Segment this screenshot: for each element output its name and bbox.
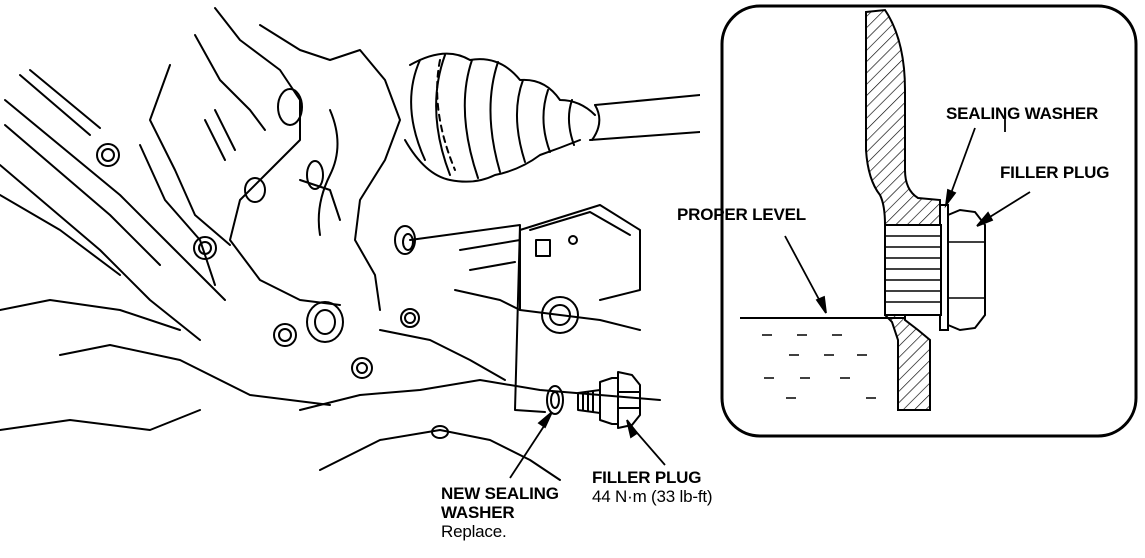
transmission-assembly-illustration bbox=[0, 7, 700, 481]
detail-sealing-washer-label: SEALING WASHER bbox=[946, 104, 1099, 123]
proper-level-label: PROPER LEVEL bbox=[677, 205, 806, 224]
new-sealing-washer-illustration bbox=[546, 385, 564, 415]
filler-plug-torque: 44 N·m (33 lb-ft) bbox=[592, 487, 713, 506]
detail-filler-plug-label: FILLER PLUG bbox=[1000, 163, 1110, 182]
filler-plug-illustration bbox=[577, 371, 641, 429]
new-sealing-washer-line1: NEW SEALING bbox=[441, 484, 559, 503]
new-sealing-washer-label: NEW SEALING WASHER Replace. bbox=[441, 484, 559, 541]
new-sealing-washer-line2: WASHER bbox=[441, 503, 515, 522]
new-sealing-washer-note: Replace. bbox=[441, 522, 507, 541]
filler-plug-main-label: FILLER PLUG 44 N·m (33 lb-ft) bbox=[592, 468, 713, 506]
filler-plug-main-name: FILLER PLUG bbox=[592, 468, 702, 487]
